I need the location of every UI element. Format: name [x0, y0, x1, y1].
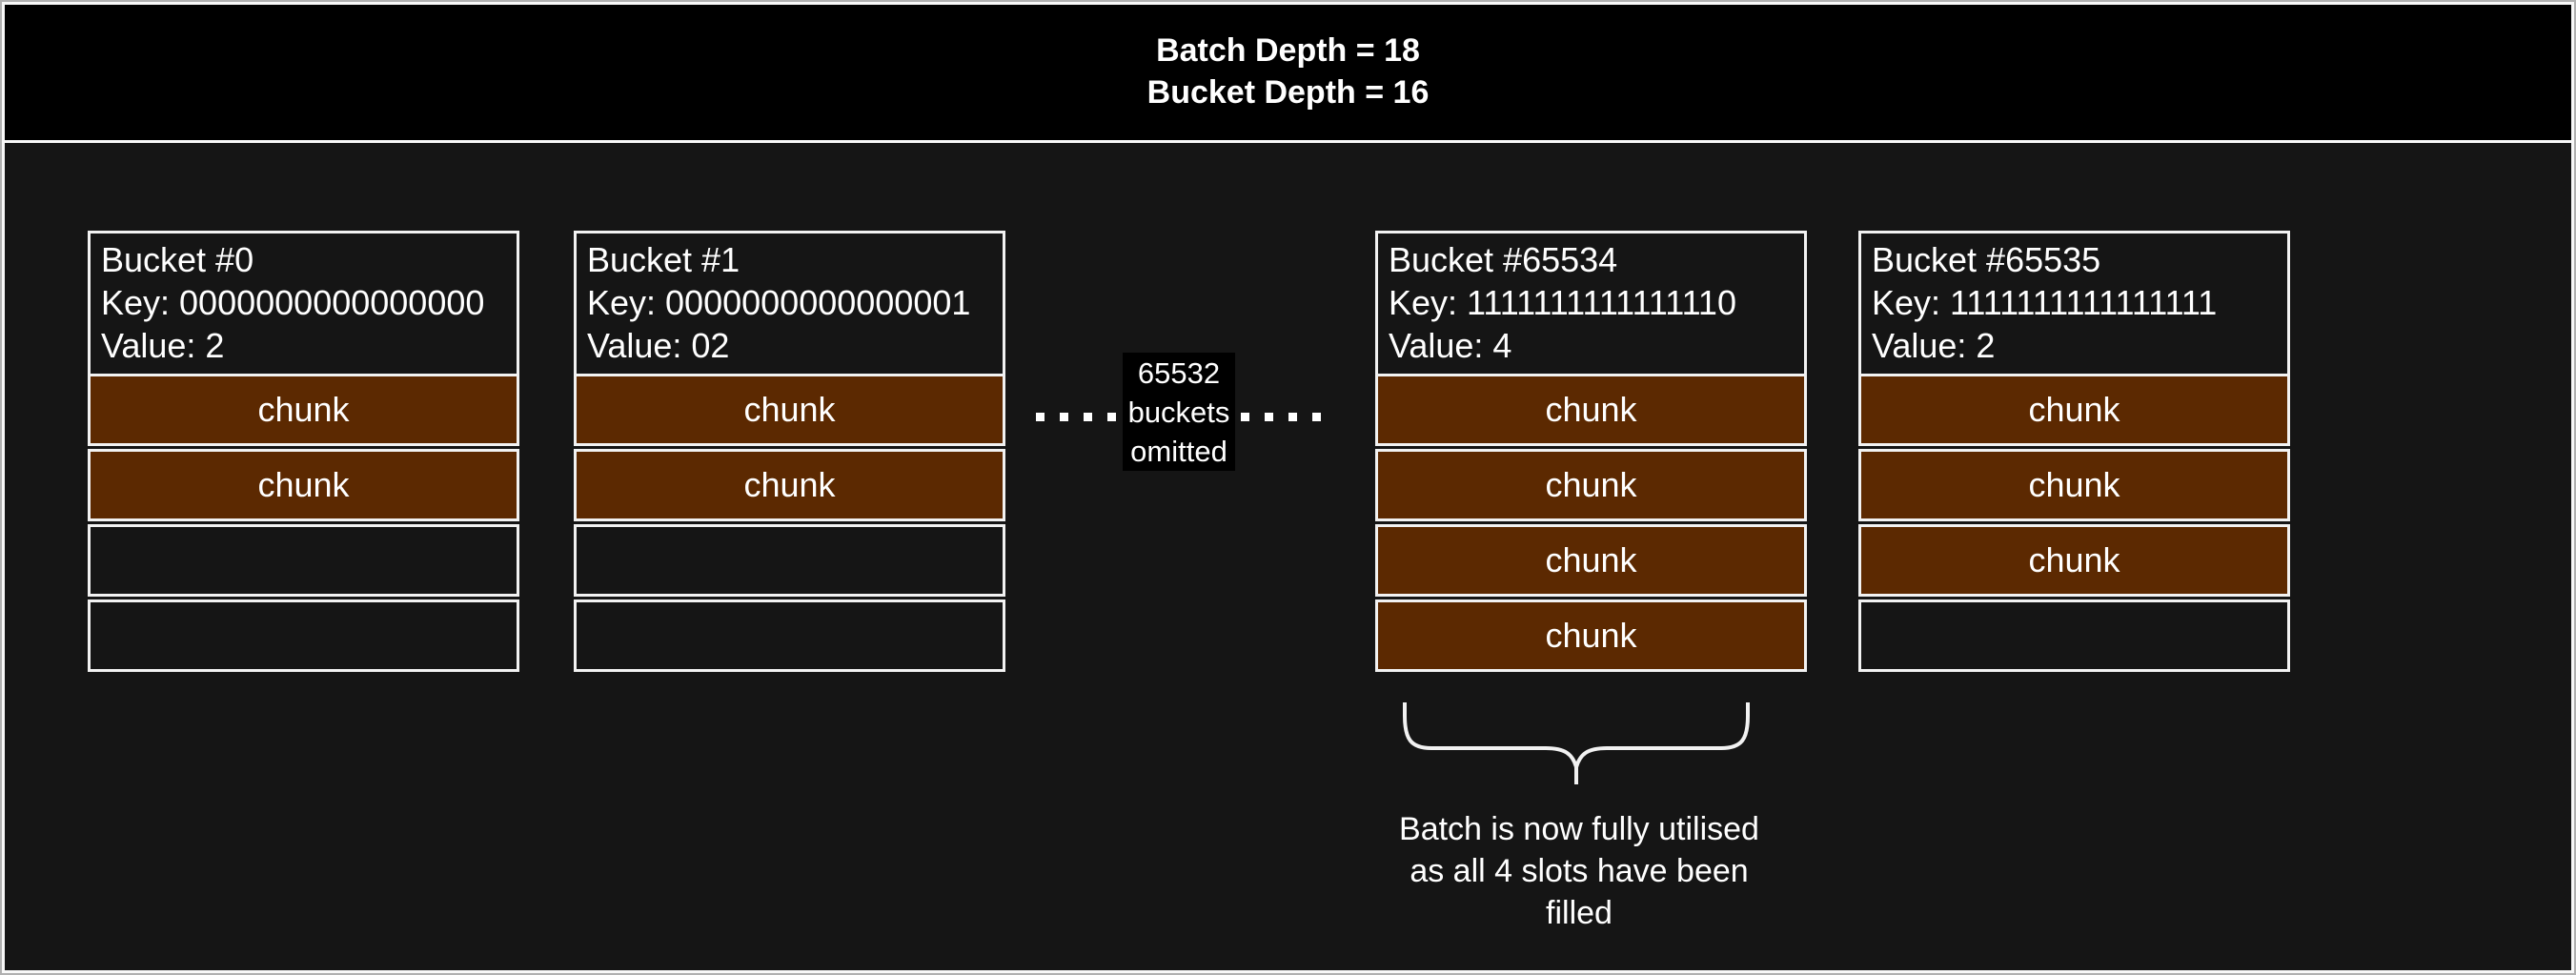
- chunk-slot: [88, 524, 519, 597]
- bucket-key: Key: 1111111111111111: [1872, 283, 2218, 322]
- bucket-title: Bucket #1: [587, 240, 740, 279]
- bucket-1: Bucket #1 Key: 0000000000000001 Value: 0…: [574, 231, 1005, 672]
- bucket-info: Bucket #65535 Key: 1111111111111111 Valu…: [1858, 231, 2290, 374]
- header-line-batch-depth: Batch Depth = 18: [1156, 31, 1420, 69]
- chunk-slot: chunk: [1858, 374, 2290, 446]
- chunk-slot: chunk: [1858, 524, 2290, 597]
- bucket-slots: chunk chunk: [574, 374, 1005, 672]
- underbrace-icon: [1403, 702, 1750, 784]
- chunk-slot: chunk: [88, 449, 519, 521]
- omitted-word-buckets: buckets: [1127, 395, 1230, 429]
- bucket-0: Bucket #0 Key: 0000000000000000 Value: 2…: [88, 231, 519, 672]
- bucket-key: Key: 0000000000000001: [587, 283, 971, 322]
- ellipsis-dot: [1084, 413, 1092, 421]
- chunk-slot: [1858, 599, 2290, 672]
- ellipsis-right: [1241, 413, 1321, 421]
- bucket-key: Key: 0000000000000000: [101, 283, 485, 322]
- bucket-65535: Bucket #65535 Key: 1111111111111111 Valu…: [1858, 231, 2290, 672]
- omitted-note: 65532 buckets omitted: [1123, 353, 1235, 471]
- chunk-slot: chunk: [574, 449, 1005, 521]
- annotation-line: as all 4 slots have been: [1410, 853, 1749, 889]
- ellipsis-dot: [1288, 413, 1297, 421]
- bucket-info: Bucket #1 Key: 0000000000000001 Value: 0…: [574, 231, 1005, 374]
- ellipsis-dot: [1312, 413, 1321, 421]
- bucket-value: Value: 2: [101, 326, 225, 365]
- ellipsis-dot: [1265, 413, 1273, 421]
- bucket-slots: chunk chunk: [88, 374, 519, 672]
- annotation-line: Batch is now fully utilised: [1399, 811, 1759, 847]
- bucket-slots: chunk chunk chunk: [1858, 374, 2290, 672]
- annotation-line: filled: [1546, 895, 1613, 931]
- bucket-key: Key: 1111111111111110: [1389, 283, 1736, 322]
- bucket-65534: Bucket #65534 Key: 1111111111111110 Valu…: [1375, 231, 1807, 672]
- ellipsis-left: [1036, 413, 1116, 421]
- bucket-title: Bucket #65534: [1389, 240, 1618, 279]
- chunk-slot: [574, 524, 1005, 597]
- annotation: Batch is now fully utilised as all 4 slo…: [1384, 808, 1775, 934]
- ellipsis-dot: [1241, 413, 1249, 421]
- bucket-info: Bucket #0 Key: 0000000000000000 Value: 2: [88, 231, 519, 374]
- chunk-slot: chunk: [1375, 374, 1807, 446]
- header-line-bucket-depth: Bucket Depth = 16: [1146, 73, 1430, 111]
- chunk-slot: [574, 599, 1005, 672]
- ellipsis-dot: [1036, 413, 1045, 421]
- bucket-value: Value: 2: [1872, 326, 1996, 365]
- omitted-word-omitted: omitted: [1130, 434, 1227, 468]
- bucket-value: Value: 02: [587, 326, 730, 365]
- chunk-slot: chunk: [1375, 599, 1807, 672]
- chunk-slot: chunk: [574, 374, 1005, 446]
- bucket-title: Bucket #65535: [1872, 240, 2101, 279]
- chunk-slot: chunk: [1375, 449, 1807, 521]
- bucket-slots: chunk chunk chunk chunk: [1375, 374, 1807, 672]
- chunk-slot: chunk: [88, 374, 519, 446]
- bucket-value: Value: 4: [1389, 326, 1512, 365]
- omitted-count: 65532: [1137, 355, 1221, 390]
- ellipsis-dot: [1060, 413, 1068, 421]
- bucket-title: Bucket #0: [101, 240, 254, 279]
- bucket-info: Bucket #65534 Key: 1111111111111110 Valu…: [1375, 231, 1807, 374]
- chunk-slot: chunk: [1375, 524, 1807, 597]
- ellipsis-dot: [1107, 413, 1116, 421]
- chunk-slot: [88, 599, 519, 672]
- chunk-slot: chunk: [1858, 449, 2290, 521]
- header: Batch Depth = 18 Bucket Depth = 16: [2, 2, 2574, 143]
